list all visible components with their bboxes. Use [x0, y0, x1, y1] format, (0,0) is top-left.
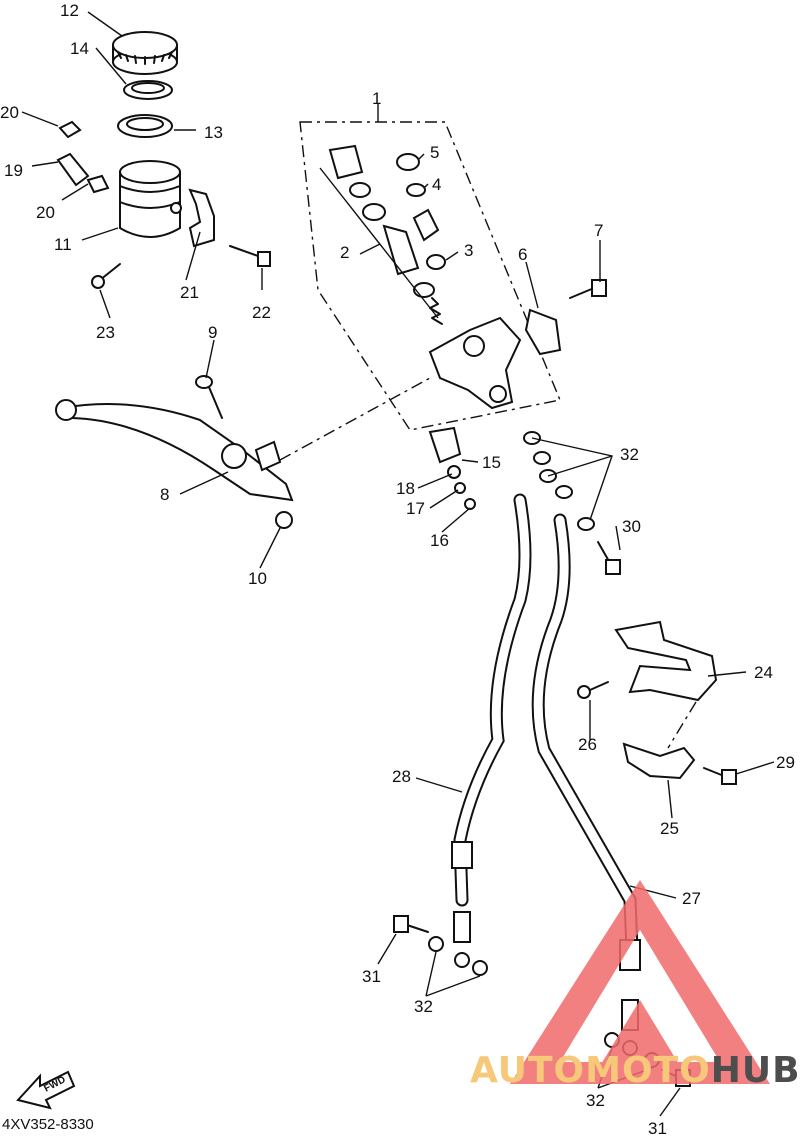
leader-lines	[21, 11, 775, 1117]
callout-27: 27	[682, 889, 701, 908]
bolt-7	[569, 279, 607, 299]
switch-15	[428, 426, 462, 464]
brake-hose-28	[451, 493, 532, 968]
callout-24: 24	[754, 663, 773, 682]
diaphragm	[117, 114, 173, 138]
cap-5	[396, 153, 420, 171]
reservoir-cap	[112, 31, 178, 75]
callout-7: 7	[594, 221, 603, 240]
holder-6	[524, 308, 562, 356]
oring-3	[426, 254, 446, 270]
reference-code: 4XV352-8330	[2, 1116, 94, 1133]
watermark-text-part2: HUB	[710, 1050, 800, 1091]
callout-19: 19	[4, 161, 23, 180]
brake-lever	[55, 399, 294, 502]
callout-9: 9	[208, 323, 217, 342]
hose-clip-lower	[86, 174, 110, 194]
callout-20: 20	[36, 203, 55, 222]
callout-28: 28	[392, 767, 411, 786]
hose-clip-upper	[58, 120, 82, 139]
callout-31: 31	[362, 967, 381, 986]
callout-14: 14	[70, 39, 89, 58]
callout-18: 18	[396, 479, 415, 498]
callout-11: 11	[54, 235, 72, 254]
bolt-23	[91, 263, 121, 289]
callout-4: 4	[432, 175, 441, 194]
callout-1: 1	[372, 89, 381, 108]
bolt-22	[229, 245, 271, 267]
reservoir-hose	[56, 152, 90, 187]
callout-3: 3	[464, 241, 473, 260]
reservoir-bracket	[188, 188, 215, 248]
callout-15: 15	[482, 453, 501, 472]
washers-16-18	[447, 465, 476, 510]
piston-kit	[319, 144, 443, 325]
callout-17: 17	[406, 499, 425, 518]
pivot-bolt-9	[195, 375, 223, 419]
callout-26: 26	[578, 735, 597, 754]
callout-13: 13	[204, 123, 223, 142]
callout-32: 32	[414, 997, 433, 1016]
watermark-text-part1: AUTOMOTO	[470, 1050, 711, 1091]
callout-6: 6	[518, 245, 527, 264]
callout-10: 10	[248, 569, 267, 588]
bolt-26	[577, 681, 609, 699]
watermark-text: AUTOMOTOHUB	[470, 1050, 800, 1091]
callout-25: 25	[660, 819, 679, 838]
nut-10	[275, 511, 293, 529]
callout-23: 23	[96, 323, 115, 342]
master-cylinder-body	[428, 316, 522, 410]
callout-16: 16	[430, 531, 449, 550]
callout-22: 22	[252, 303, 271, 322]
callout-30: 30	[622, 517, 641, 536]
callout-2: 2	[340, 243, 349, 262]
callout-31: 31	[648, 1119, 667, 1136]
watermark-logo	[510, 880, 770, 1084]
hose-holder-25	[622, 742, 696, 780]
callout-32: 32	[586, 1091, 605, 1110]
callout-32: 32	[620, 445, 639, 464]
callout-12: 12	[60, 1, 79, 20]
reservoir-tank	[119, 160, 182, 238]
assembly-boundary	[299, 121, 561, 431]
callout-21: 21	[180, 283, 199, 302]
union-fitting	[412, 208, 440, 242]
fwd-arrow-icon: FWD	[16, 1070, 76, 1110]
callout-5: 5	[430, 143, 439, 162]
callout-20: 20	[0, 103, 19, 122]
bolt-29	[703, 767, 737, 785]
hose-holder-24	[614, 620, 718, 702]
callout-8: 8	[160, 485, 169, 504]
lever-axis	[279, 377, 431, 461]
callout-29: 29	[776, 753, 795, 772]
diaphragm-plate	[123, 80, 173, 100]
circlip-4	[406, 183, 426, 197]
holder-axis	[667, 701, 697, 749]
